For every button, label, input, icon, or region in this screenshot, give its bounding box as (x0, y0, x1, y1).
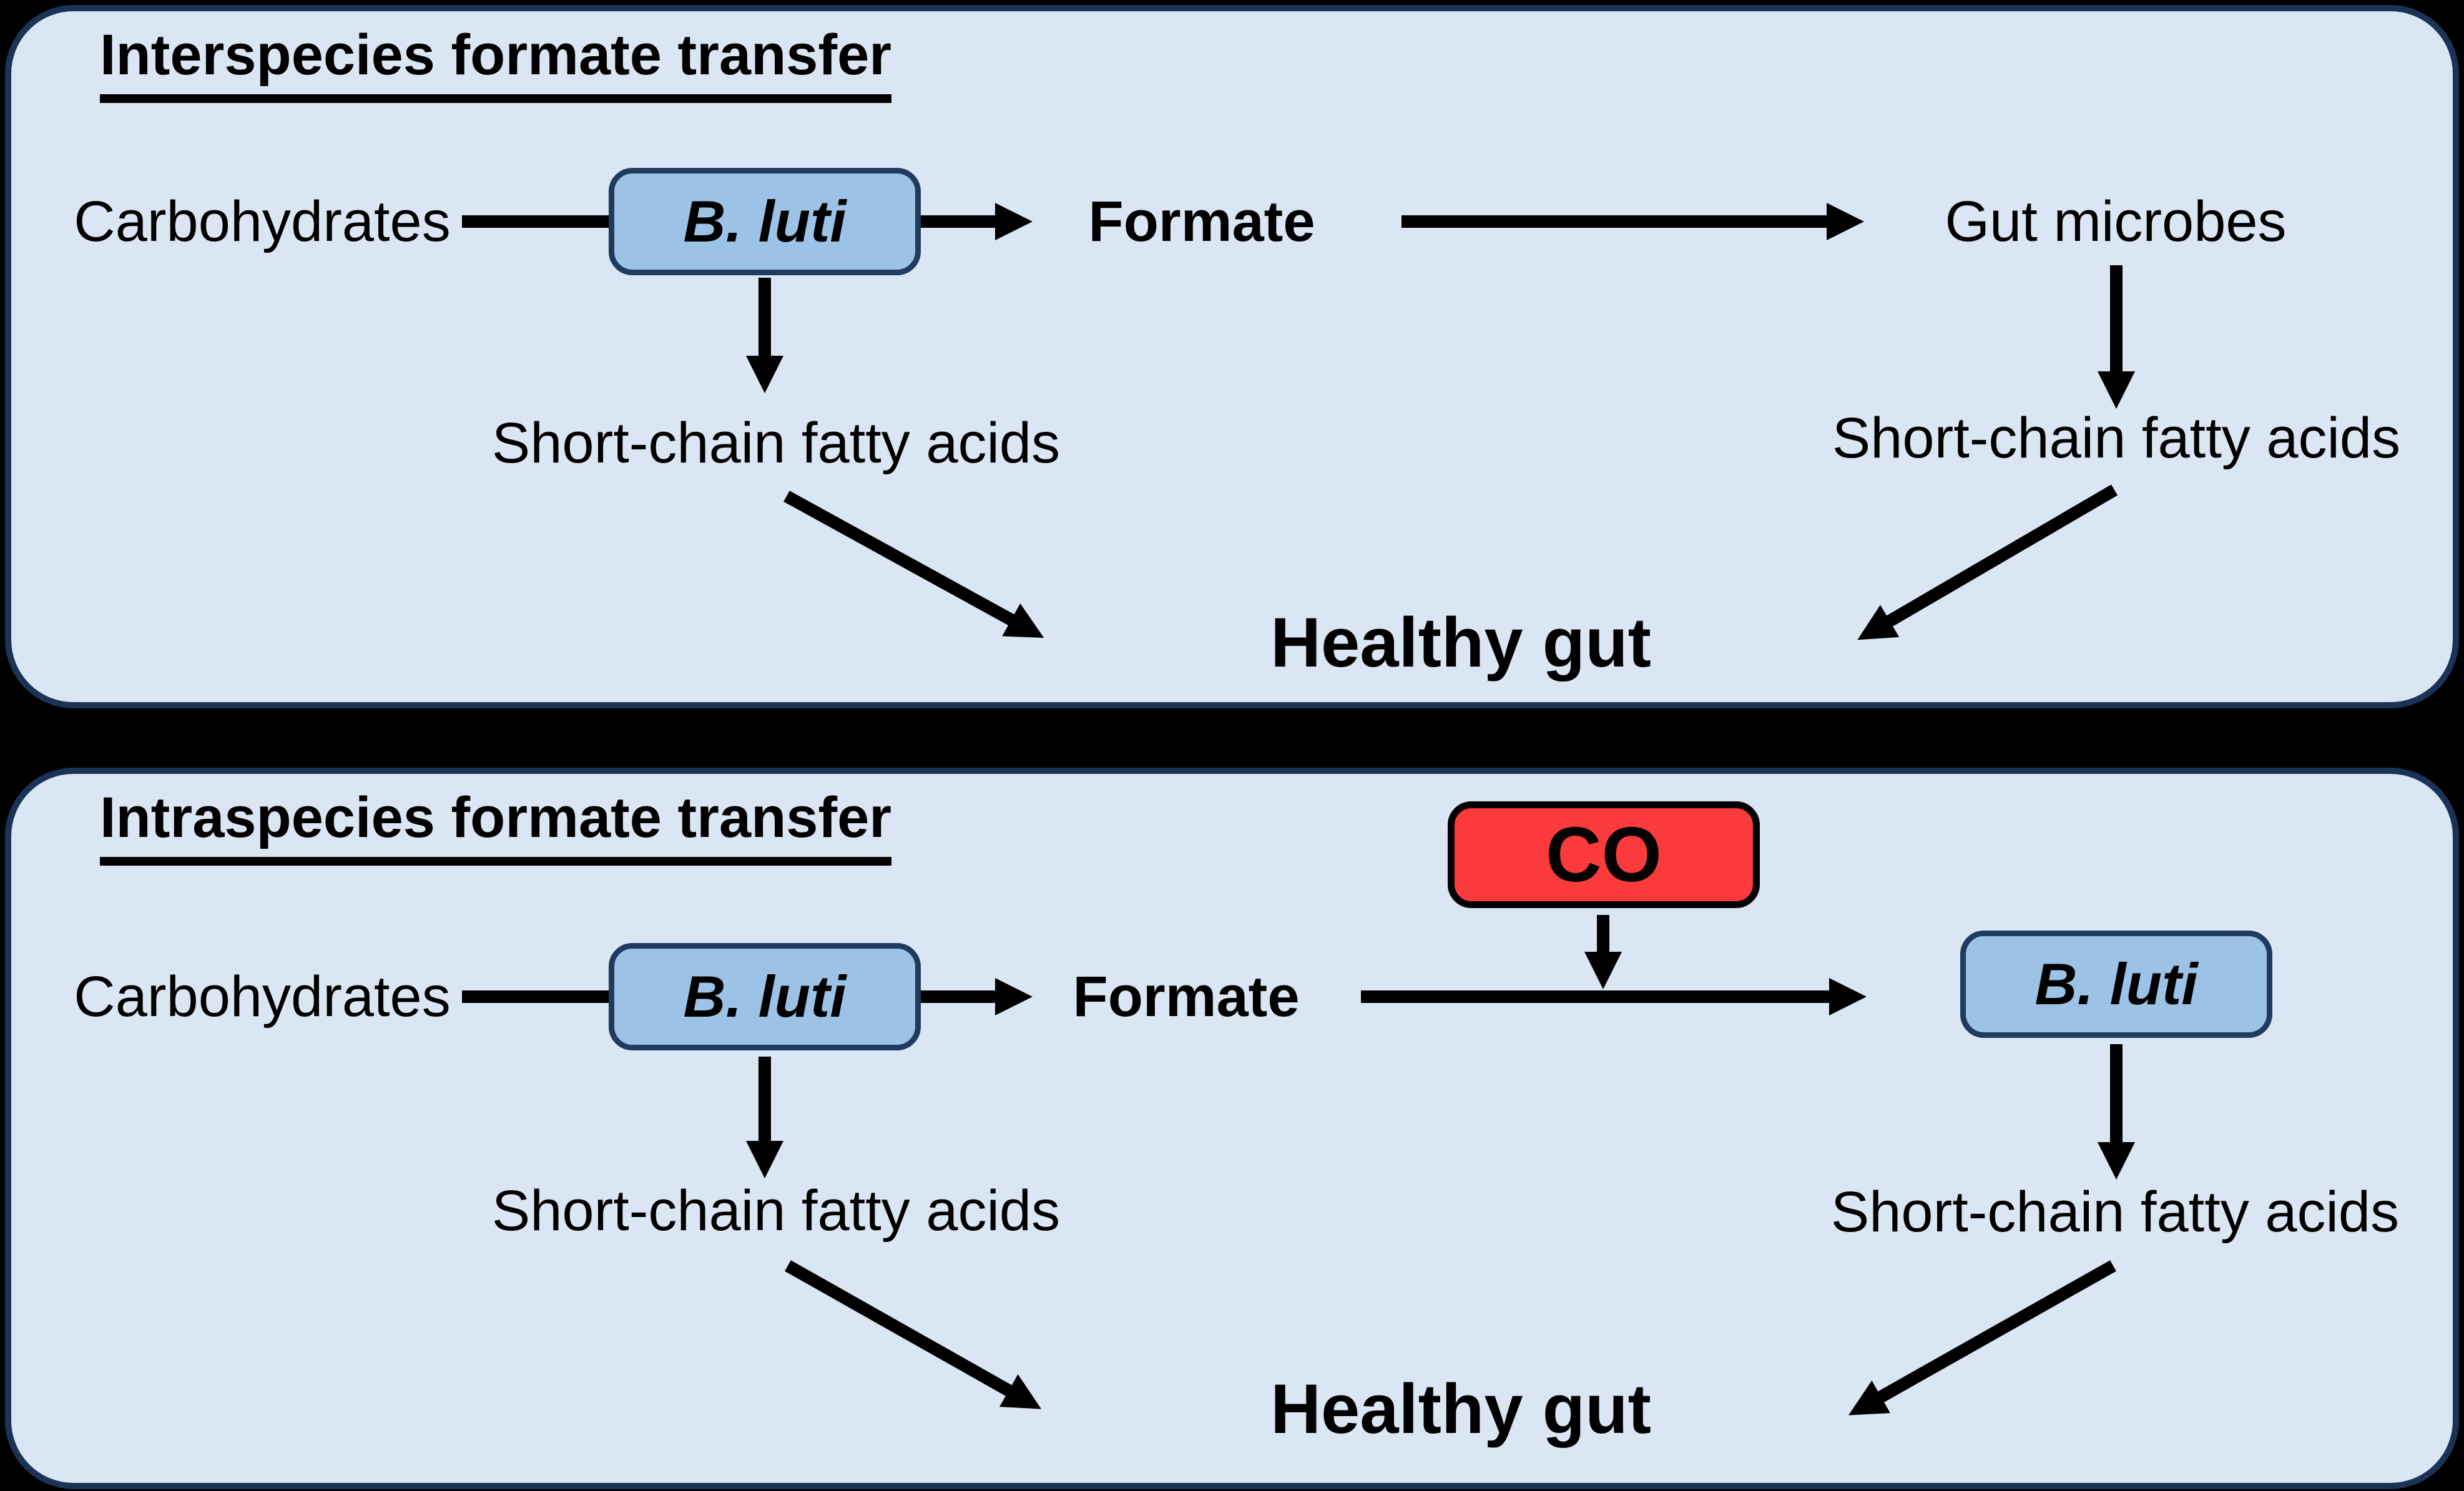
node-scfa-right: Short-chain fatty acids (1832, 406, 2401, 470)
node-scfa-left: Short-chain fatty acids (491, 411, 1061, 475)
node-formate: Formate (1088, 190, 1315, 253)
co-label: CO (1546, 811, 1662, 898)
node-healthy-gut: Healthy gut (1270, 604, 1651, 682)
node-b-luti-left-box: B. luti (609, 943, 921, 1050)
node-b-luti-box: B. luti (609, 168, 921, 275)
panel-title-interspecies: Interspecies formate transfer (100, 25, 892, 103)
b-luti-right-label: B. luti (2035, 951, 2198, 1017)
node-scfa-right: Short-chain fatty acids (1830, 1180, 2400, 1244)
panel-intraspecies: Intraspecies formate transfer CO Carbohy… (5, 768, 2459, 1489)
panel-interspecies: Interspecies formate transfer Carbohydra… (5, 5, 2459, 708)
node-co-box: CO (1448, 801, 1760, 908)
node-formate: Formate (1072, 965, 1300, 1029)
node-b-luti-right-box: B. luti (1960, 931, 2272, 1038)
node-carbohydrates: Carbohydrates (74, 190, 451, 253)
node-scfa-left: Short-chain fatty acids (491, 1179, 1061, 1243)
panel-title-intraspecies: Intraspecies formate transfer (100, 788, 892, 866)
node-carbohydrates: Carbohydrates (74, 965, 451, 1029)
b-luti-left-label: B. luti (683, 964, 847, 1029)
b-luti-label: B. luti (683, 188, 847, 254)
node-gut-microbes: Gut microbes (1945, 190, 2287, 253)
node-healthy-gut: Healthy gut (1270, 1370, 1651, 1448)
